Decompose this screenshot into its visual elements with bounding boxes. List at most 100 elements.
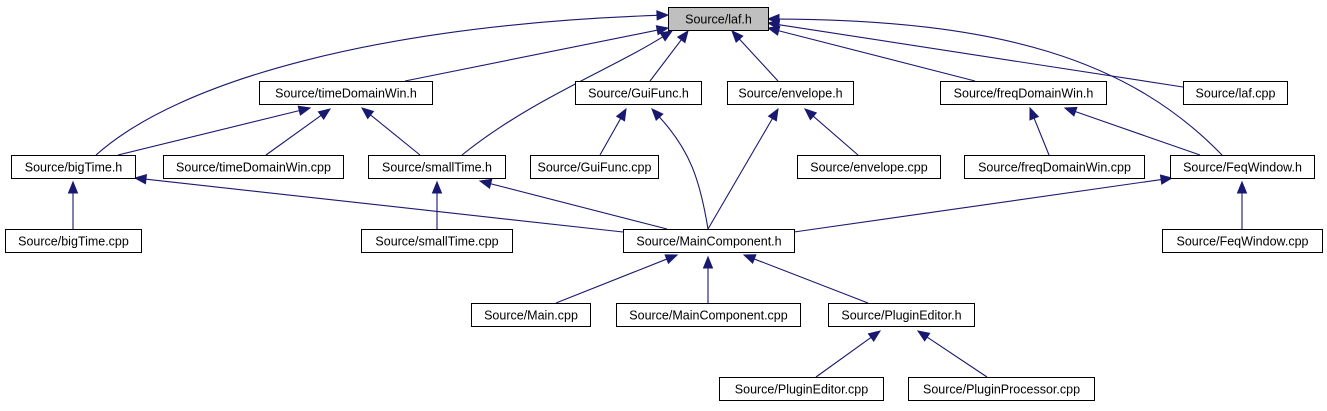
- edge-line: [753, 258, 869, 304]
- node-envelope-cpp[interactable]: Source/envelope.cpp: [797, 155, 941, 179]
- edge-bigTime_cpp-to-bigTime_h: [67, 180, 79, 229]
- edge-timeDomainWin_h-to-laf_h: [404, 25, 670, 82]
- edge-arrowhead: [676, 29, 689, 44]
- edge-line: [369, 113, 421, 156]
- edge-Main_cpp-to-MainComponent_h: [555, 254, 679, 304]
- edge-line: [649, 38, 683, 82]
- node-FeqWindow-h[interactable]: Source/FeqWindow.h: [1170, 155, 1315, 179]
- edge-PluginProcessor_cpp-to-PluginEditor_h: [916, 330, 988, 378]
- edge-arrowhead: [478, 178, 493, 189]
- edge-GuiFunc_h-to-laf_h: [649, 29, 689, 82]
- node-bigTime-h[interactable]: Source/bigTime.h: [11, 155, 136, 179]
- edge-line: [812, 115, 859, 156]
- node-smallTime-h[interactable]: Source/smallTime.h: [368, 155, 506, 179]
- node-envelope-h[interactable]: Source/envelope.h: [727, 81, 854, 105]
- edge-line: [815, 336, 873, 378]
- node-freqDomainWin-cpp[interactable]: Source/freqDomainWin.cpp: [964, 155, 1145, 179]
- edge-arrowhead: [615, 107, 627, 122]
- node-label: Source/bigTime.h: [25, 161, 123, 175]
- edge-freqDomainWin_h-to-laf_h: [766, 25, 976, 82]
- edges-layer: [67, 10, 1248, 378]
- edge-bigTime_h-to-laf_h: [95, 10, 670, 156]
- edge-arrowhead: [664, 254, 679, 265]
- node-MainComponent-cpp[interactable]: Source/MainComponent.cpp: [616, 303, 801, 327]
- edge-line: [926, 336, 988, 378]
- edge-arrowhead: [702, 255, 714, 269]
- edge-FeqWindow_cpp-to-FeqWindow_h: [1236, 180, 1248, 229]
- edge-envelope_cpp-to-envelope_h: [804, 108, 859, 156]
- edge-arrowhead: [656, 10, 670, 21]
- edge-arrowhead: [804, 108, 818, 121]
- node-box: [940, 81, 1107, 105]
- node-label: Source/smallTime.cpp: [375, 235, 498, 249]
- node-timeDomainWin-h[interactable]: Source/timeDomainWin.h: [259, 81, 433, 105]
- edge-line: [489, 182, 668, 230]
- edge-FeqWindow_h-to-freqDomainWin_h: [1063, 106, 1201, 156]
- node-bigTime-cpp[interactable]: Source/bigTime.cpp: [5, 229, 142, 253]
- node-box: [908, 377, 1095, 401]
- edge-arrowhead: [916, 330, 931, 342]
- node-box: [727, 81, 854, 105]
- node-FeqWindow-cpp[interactable]: Source/FeqWindow.cpp: [1162, 229, 1323, 253]
- node-label: Source/laf.h: [685, 13, 752, 27]
- edge-line: [117, 109, 301, 156]
- node-Main-cpp[interactable]: Source/Main.cpp: [471, 303, 591, 327]
- edge-MainComponent_h-to-FeqWindow_h: [793, 174, 1174, 233]
- edge-line: [777, 23, 1184, 88]
- edge-arrowhead: [659, 30, 674, 42]
- node-freqDomainWin-h[interactable]: Source/freqDomainWin.h: [940, 81, 1107, 105]
- edge-arrowhead: [742, 254, 757, 265]
- edge-MainComponent_cpp-to-MainComponent_h: [702, 255, 714, 303]
- edge-arrowhead: [651, 108, 664, 121]
- node-box: [5, 229, 142, 253]
- node-box: [616, 303, 801, 327]
- edge-line: [793, 178, 1163, 233]
- node-label: Source/FeqWindow.cpp: [1176, 235, 1308, 249]
- node-box: [623, 229, 795, 253]
- node-box: [471, 303, 591, 327]
- node-box: [361, 229, 513, 253]
- edge-envelope_h-to-laf_h: [731, 30, 779, 82]
- node-label: Source/PluginEditor.cpp: [735, 383, 868, 397]
- node-MainComponent-h[interactable]: Source/MainComponent.h: [623, 229, 795, 253]
- edge-arrowhead: [133, 174, 148, 185]
- node-box: [668, 7, 769, 31]
- edge-arrowhead: [731, 30, 744, 44]
- node-label: Source/MainComponent.h: [636, 235, 781, 249]
- node-box: [11, 155, 136, 179]
- node-smallTime-cpp[interactable]: Source/smallTime.cpp: [361, 229, 513, 253]
- edge-line: [777, 29, 976, 82]
- node-PluginEditor-cpp[interactable]: Source/PluginEditor.cpp: [719, 377, 884, 401]
- node-PluginEditor-h[interactable]: Source/PluginEditor.h: [828, 303, 975, 327]
- node-laf-h[interactable]: Source/laf.h: [668, 7, 769, 31]
- edge-PluginEditor_h-to-MainComponent_h: [742, 254, 869, 304]
- edge-GuiFunc_cpp-to-GuiFunc_h: [599, 107, 627, 156]
- edge-line: [404, 29, 659, 82]
- edge-arrowhead: [67, 180, 79, 194]
- node-box: [964, 155, 1145, 179]
- edge-line: [95, 14, 659, 156]
- edge-line: [707, 117, 774, 230]
- edge-line: [265, 114, 323, 156]
- node-GuiFunc-cpp[interactable]: Source/GuiFunc.cpp: [530, 155, 659, 179]
- edge-arrowhead: [317, 108, 332, 120]
- node-label: Source/MainComponent.cpp: [629, 309, 787, 323]
- edge-freqDomainWin_cpp-to-freqDomainWin_h: [1029, 106, 1050, 156]
- edge-timeDomainWin_cpp-to-timeDomainWin_h: [265, 108, 332, 156]
- node-label: Source/envelope.cpp: [810, 161, 927, 175]
- node-laf-cpp[interactable]: Source/laf.cpp: [1183, 81, 1288, 105]
- edge-line: [1033, 117, 1050, 156]
- edge-arrowhead: [655, 25, 670, 36]
- edge-MainComponent_h-to-bigTime_h: [133, 174, 624, 233]
- node-timeDomainWin-cpp[interactable]: Source/timeDomainWin.cpp: [163, 155, 344, 179]
- node-label: Source/laf.cpp: [1196, 87, 1276, 101]
- node-GuiFunc-h[interactable]: Source/GuiFunc.h: [575, 81, 702, 105]
- node-label: Source/freqDomainWin.cpp: [978, 161, 1131, 175]
- node-PluginProcessor-cpp[interactable]: Source/PluginProcessor.cpp: [908, 377, 1095, 401]
- node-label: Source/GuiFunc.h: [588, 87, 689, 101]
- edge-bigTime_h-to-timeDomainWin_h: [117, 105, 312, 156]
- node-label: Source/GuiFunc.cpp: [538, 161, 652, 175]
- node-label: Source/bigTime.cpp: [18, 235, 129, 249]
- node-box: [797, 155, 941, 179]
- edge-laf_cpp-to-laf_h: [766, 19, 1184, 88]
